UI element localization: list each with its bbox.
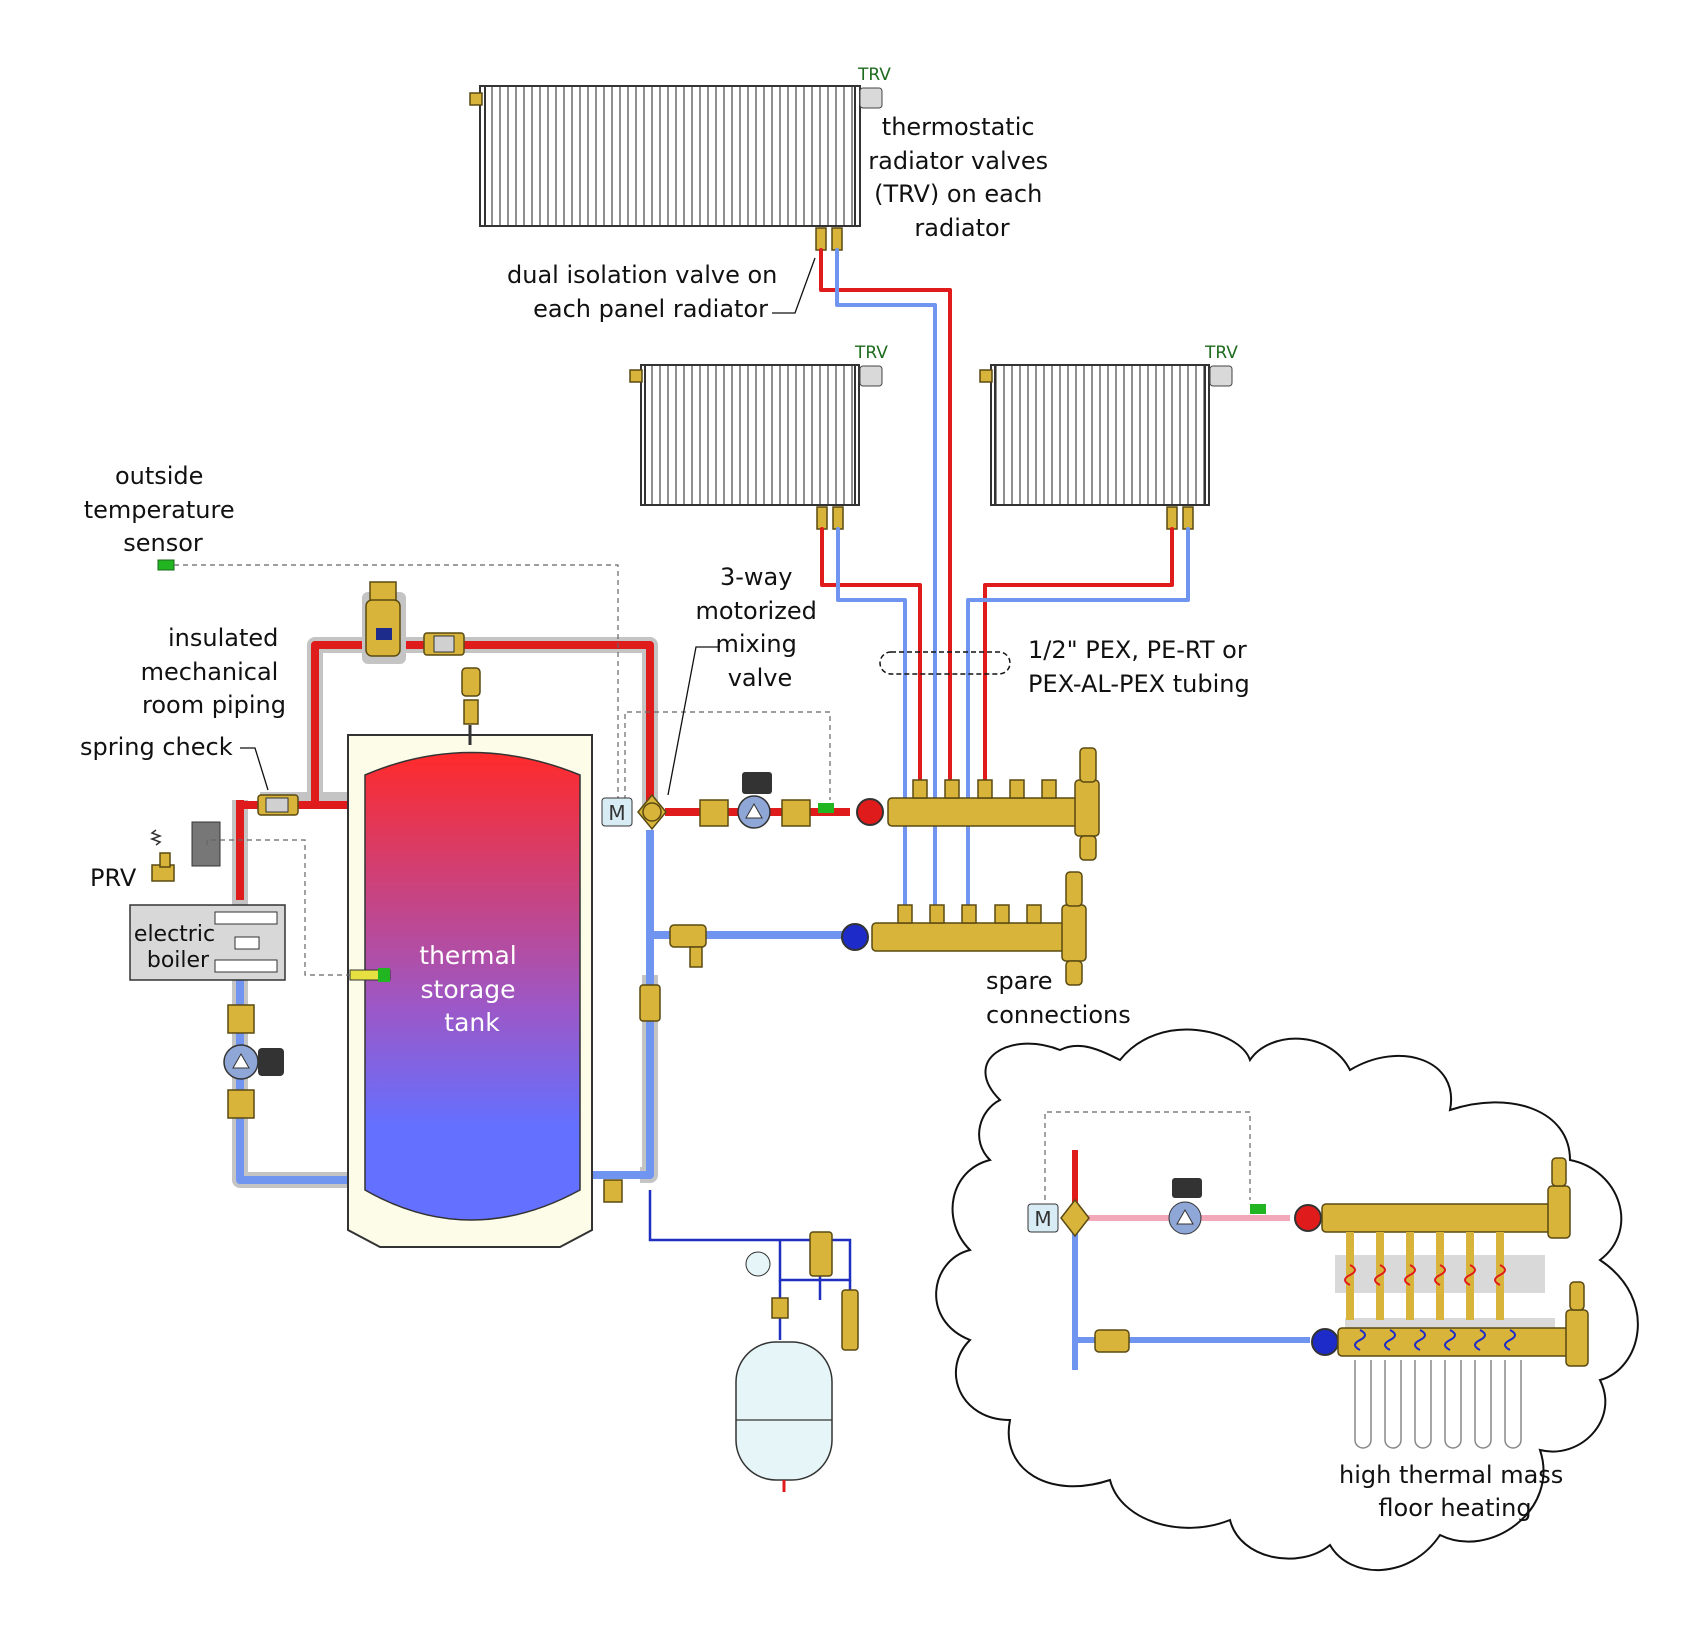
floor-heating-label: high thermal mass floor heating	[1339, 1461, 1571, 1522]
backflow-preventer-icon	[841, 1289, 859, 1351]
thermal-storage-tank	[347, 725, 593, 1248]
supply-manifold	[856, 747, 1100, 861]
radiator-top	[469, 85, 883, 251]
fill-valve-icon	[809, 1231, 833, 1277]
prv-icon	[149, 829, 175, 882]
trv-head-icon[interactable]	[859, 87, 883, 109]
radiator-tubing	[819, 248, 1190, 907]
trv-head-icon[interactable]	[859, 365, 883, 387]
pressure-gauge-icon	[745, 1251, 771, 1277]
tubing-label: 1/2" PEX, PE-RT or PEX-AL-PEX tubing	[1028, 636, 1254, 698]
return-check-icon	[639, 984, 661, 1022]
motor-label: M	[608, 801, 625, 825]
radiator-middle	[629, 364, 883, 530]
floor-heating-inset: M	[1027, 1150, 1589, 1449]
mixing-valve[interactable]: M	[601, 793, 667, 831]
tank-drain-icon	[603, 1179, 623, 1203]
spring-check-label: spring check	[80, 733, 233, 761]
outdoor-sensor-label: outside temperature sensor	[84, 462, 243, 557]
return-manifold	[841, 871, 1087, 986]
supply-circulator-icon	[699, 772, 811, 829]
boiler-circulator-icon	[223, 1004, 284, 1119]
tubing-callout	[879, 651, 1011, 675]
spring-check-icon	[257, 794, 299, 816]
svg-text:M: M	[1034, 1207, 1051, 1231]
tank-label: thermal storage tank	[419, 941, 524, 1037]
purge-valve-icon	[669, 924, 707, 968]
air-separator-icon	[362, 581, 406, 664]
isolation-valve-label: dual isolation valve on each panel radia…	[507, 261, 785, 323]
floor-heating-cloud	[935, 1028, 1639, 1572]
motor-box-icon	[601, 797, 633, 827]
radiator-right	[979, 364, 1233, 530]
insulated-piping-label: insulated mechanical room piping	[141, 624, 286, 719]
check-valve-icon	[423, 632, 465, 656]
mixing-valve-label: 3-way motorized mixing valve	[696, 563, 825, 692]
prv-label: PRV	[90, 864, 137, 892]
leader-lines	[240, 257, 816, 796]
expansion-tank	[735, 1341, 833, 1492]
control-wiring	[174, 564, 1251, 1200]
supply-sensor-icon	[818, 803, 834, 813]
trv-label-top: TRV	[857, 65, 891, 85]
isolation-valve-icon	[771, 1297, 789, 1319]
trv-label-right: TRV	[1204, 343, 1238, 363]
trv-label-middle: TRV	[854, 343, 888, 363]
spare-connections-label: spare connections	[986, 967, 1131, 1029]
electric-boiler	[129, 821, 286, 981]
trv-head-icon[interactable]	[1209, 365, 1233, 387]
outdoor-sensor-icon	[157, 559, 175, 571]
boiler-label: electric boiler	[134, 922, 222, 973]
trv-note: thermostatic radiator valves (TRV) on ea…	[868, 113, 1055, 242]
air-vent-icon	[461, 667, 481, 725]
